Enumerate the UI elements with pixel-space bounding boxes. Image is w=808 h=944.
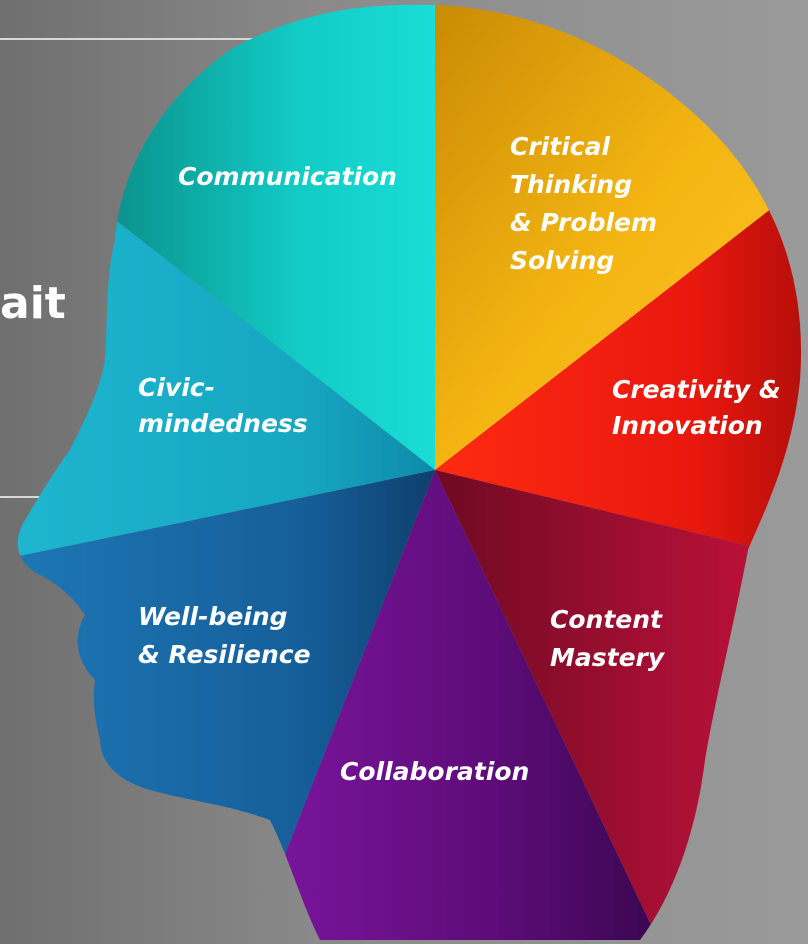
segment-collaboration <box>250 470 660 940</box>
label-critical-thinking: Critical Thinking & Problem Solving <box>510 132 666 275</box>
label-creativity: Creativity & Innovation <box>612 375 789 440</box>
label-communication: Communication <box>178 162 397 191</box>
segment-creativity <box>435 180 802 560</box>
label-collaboration: Collaboration <box>340 757 529 786</box>
top-divider <box>0 38 290 40</box>
label-content-mastery: Content Mastery <box>550 605 671 672</box>
label-civic-mindedness: Civic- mindedness <box>138 373 308 438</box>
title-fragment: ait <box>0 278 66 329</box>
label-well-being: Well-being & Resilience <box>138 602 311 669</box>
segment-communication <box>90 4 435 470</box>
